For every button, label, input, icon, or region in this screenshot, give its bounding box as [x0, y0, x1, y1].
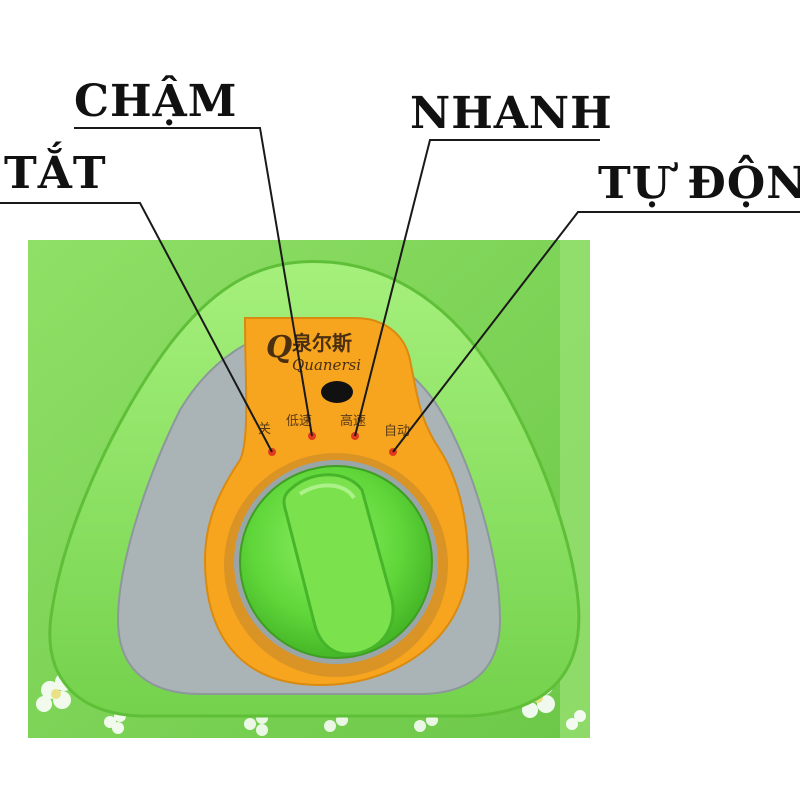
dial-mark-auto: 自动 — [384, 424, 410, 439]
knob-grip[interactable] — [282, 473, 395, 656]
power-indicator-hole — [321, 381, 353, 403]
callout-label-off: TẮT — [4, 140, 107, 199]
callout-label-auto: TỰ ĐỘN — [598, 153, 800, 209]
leader-line-off — [0, 202, 273, 453]
leader-line-slow — [74, 127, 313, 437]
callout-leaders — [0, 127, 800, 453]
leader-line-auto — [392, 211, 800, 453]
dial-mark-slow: 低速 — [286, 414, 312, 429]
dial-mark-fast: 高速 — [340, 413, 366, 429]
leader-line-fast — [354, 139, 600, 437]
callout-label-slow: CHẬM — [74, 73, 237, 127]
callout-label-fast: NHANH — [410, 88, 613, 139]
brand-chinese-name: 泉尔斯 — [291, 331, 352, 355]
brand-q-mark: Q — [266, 330, 292, 365]
brand-latin-name: Quanersi — [292, 356, 361, 374]
speed-knob[interactable] — [224, 453, 448, 677]
